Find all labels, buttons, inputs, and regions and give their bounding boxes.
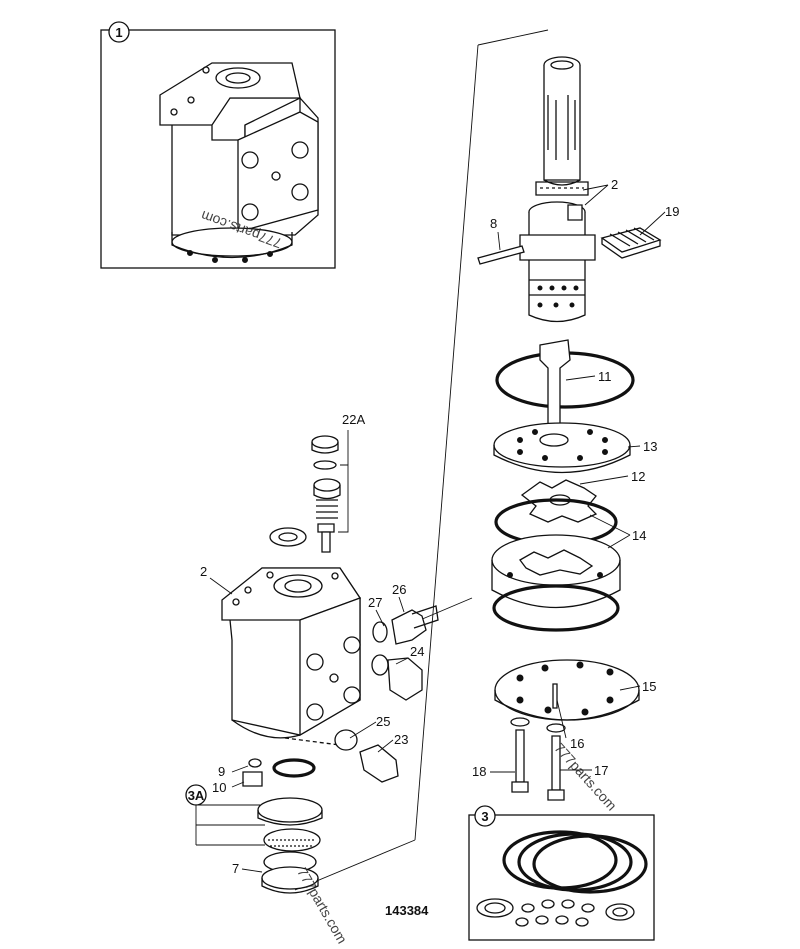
group-label-1: 1 [115, 25, 122, 40]
callout-2-spool: 2 [611, 177, 618, 192]
callout-19: 19 [665, 204, 679, 219]
callout-13: 13 [643, 439, 657, 454]
spool-sleeve-assembly [477, 56, 662, 323]
group-label-3: 3 [481, 809, 488, 824]
leader-lines [209, 184, 666, 873]
assembled-pump-illustration [159, 62, 319, 263]
housing-assembly: 3A 777parts.com [185, 430, 439, 946]
callout-18: 18 [472, 764, 486, 779]
callout-23: 23 [394, 732, 408, 747]
group-badge-3 [474, 805, 496, 827]
callout-22a: 22A [342, 412, 365, 427]
callout-7: 7 [232, 861, 239, 876]
inset-seal-kit: 3 [468, 805, 655, 941]
callout-25: 25 [376, 714, 390, 729]
bracket-lines [294, 29, 549, 891]
group-label-3a: 3A [188, 788, 205, 803]
callout-12: 12 [631, 469, 645, 484]
gerotor-assembly: 777parts.com [491, 339, 640, 814]
callout-15: 15 [642, 679, 656, 694]
callout-labels: 2 2 7 8 9 10 11 12 13 14 15 16 17 18 19 … [200, 177, 679, 918]
drawing-number: 143384 [385, 903, 429, 918]
callout-11: 11 [598, 369, 612, 384]
callout-14: 14 [632, 528, 646, 543]
callout-10: 10 [212, 780, 226, 795]
callout-16: 16 [570, 736, 584, 751]
callout-27: 27 [368, 595, 382, 610]
callout-26: 26 [392, 582, 406, 597]
watermark-3: 777parts.com [294, 865, 350, 946]
callout-24: 24 [410, 644, 424, 659]
inset-assembled-unit: 1 777parts.com [100, 21, 336, 269]
group-badge-1 [108, 21, 130, 43]
callout-9: 9 [218, 764, 225, 779]
callout-17: 17 [594, 763, 608, 778]
callout-8: 8 [490, 216, 497, 231]
centering-springs [600, 227, 662, 259]
group-badge-3a [185, 784, 207, 806]
watermark-2: 777parts.com [551, 740, 620, 814]
callout-2-housing: 2 [200, 564, 207, 579]
